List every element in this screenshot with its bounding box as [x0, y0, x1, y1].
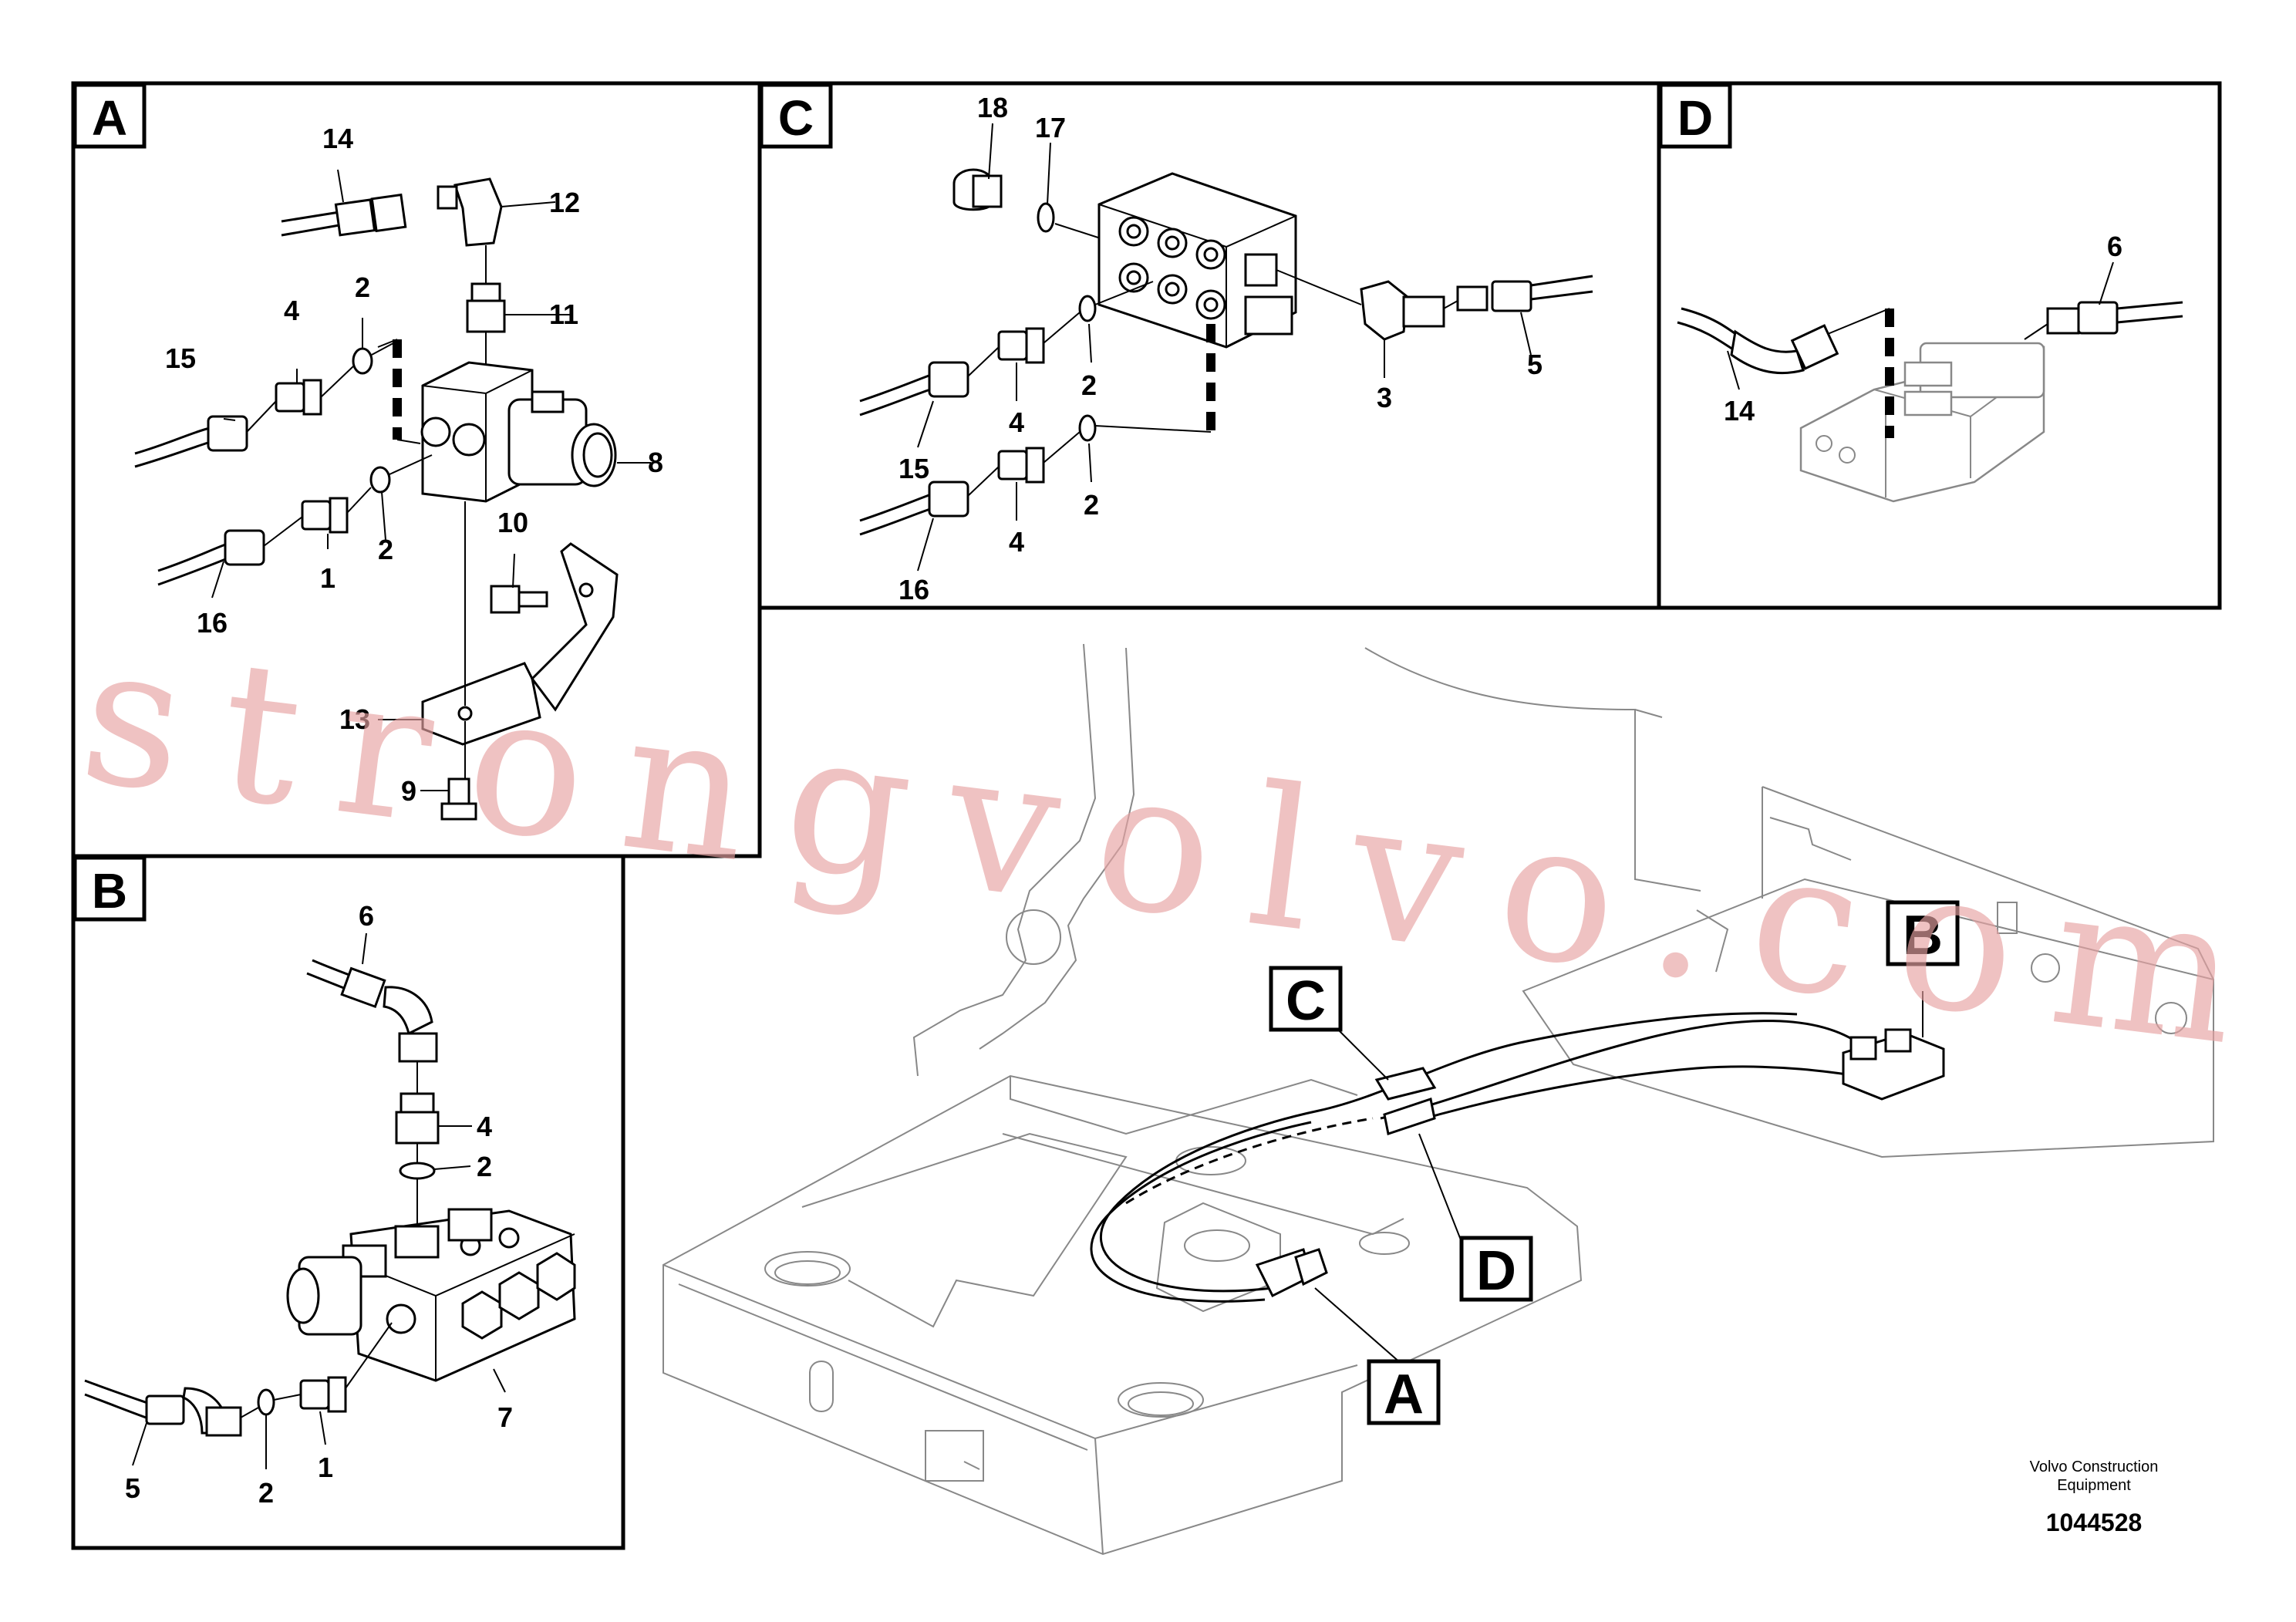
panel-c-drawing: 18 17 2 15 4 2 16 4 3 5	[859, 92, 1593, 605]
callout-d: D	[1418, 1133, 1533, 1302]
label-c-15: 15	[899, 453, 929, 484]
label-a-2-top: 2	[355, 271, 370, 303]
panel-d-letter-box: D	[1658, 83, 1732, 149]
callout-c: C	[1269, 966, 1389, 1081]
label-c-4-bottom: 4	[1009, 526, 1024, 558]
label-c-17: 17	[1035, 112, 1066, 143]
callout-d-letter: D	[1476, 1240, 1516, 1302]
label-b-2-top: 2	[477, 1151, 492, 1182]
label-c-2-top: 2	[1081, 369, 1097, 401]
panel-d-letter: D	[1677, 90, 1713, 146]
label-c-4-top: 4	[1009, 406, 1024, 438]
label-b-2-bottom: 2	[258, 1477, 274, 1509]
panel-c-letter-box: C	[759, 83, 833, 149]
label-c-2-bottom: 2	[1084, 489, 1099, 521]
label-d-6: 6	[2107, 231, 2122, 262]
label-a-12: 12	[549, 187, 580, 218]
overview-drawing	[663, 643, 2214, 1556]
label-a-14: 14	[322, 123, 353, 154]
panel-b-drawing: 6 4 2 7 5 2 1	[84, 900, 576, 1509]
panel-b-letter-box: B	[72, 855, 147, 922]
label-b-1: 1	[318, 1452, 333, 1483]
label-a-15: 15	[165, 342, 196, 374]
panel-d-drawing: 6 14	[1677, 231, 2183, 503]
label-a-1: 1	[320, 562, 335, 594]
panel-c-letter: C	[778, 90, 814, 146]
callout-b: B	[1886, 900, 1960, 1037]
panel-b-frame	[71, 854, 625, 1550]
label-b-5: 5	[125, 1472, 140, 1504]
footer-drawing-number: 1044528	[2046, 1509, 2143, 1536]
label-a-16: 16	[197, 607, 228, 639]
callout-b-letter: B	[1903, 905, 1943, 966]
label-a-11: 11	[549, 298, 578, 330]
label-c-18: 18	[977, 92, 1008, 123]
label-c-5: 5	[1527, 349, 1542, 380]
callout-c-letter: C	[1286, 970, 1326, 1032]
label-a-2-bottom: 2	[378, 534, 393, 565]
label-c-16: 16	[899, 574, 929, 605]
label-a-10: 10	[497, 507, 528, 538]
label-d-14: 14	[1724, 395, 1755, 427]
panel-a-letter-box: A	[72, 83, 147, 149]
label-c-3: 3	[1377, 382, 1392, 413]
panel-d-frame	[1657, 81, 2222, 610]
footer-company-line2: Equipment	[2057, 1477, 2131, 1494]
panel-b-letter: B	[92, 863, 127, 919]
label-b-6: 6	[359, 900, 374, 932]
label-a-8: 8	[648, 447, 663, 478]
footer-company-line1: Volvo Construction	[2030, 1458, 2159, 1475]
label-b-7: 7	[497, 1401, 513, 1433]
panel-a-letter: A	[92, 90, 127, 146]
label-a-4: 4	[284, 295, 299, 326]
watermark-text: strongvolvo.com	[71, 601, 2250, 1088]
label-a-9: 9	[401, 775, 416, 807]
label-b-4: 4	[477, 1111, 492, 1142]
callout-a: A	[1314, 1287, 1441, 1425]
panel-a-drawing: 14 12 2 4 11 15 8 2 1 10 16 13 9	[134, 123, 663, 821]
label-a-13: 13	[339, 703, 370, 735]
panel-c-frame	[757, 81, 1661, 610]
callout-a-letter: A	[1384, 1364, 1424, 1425]
